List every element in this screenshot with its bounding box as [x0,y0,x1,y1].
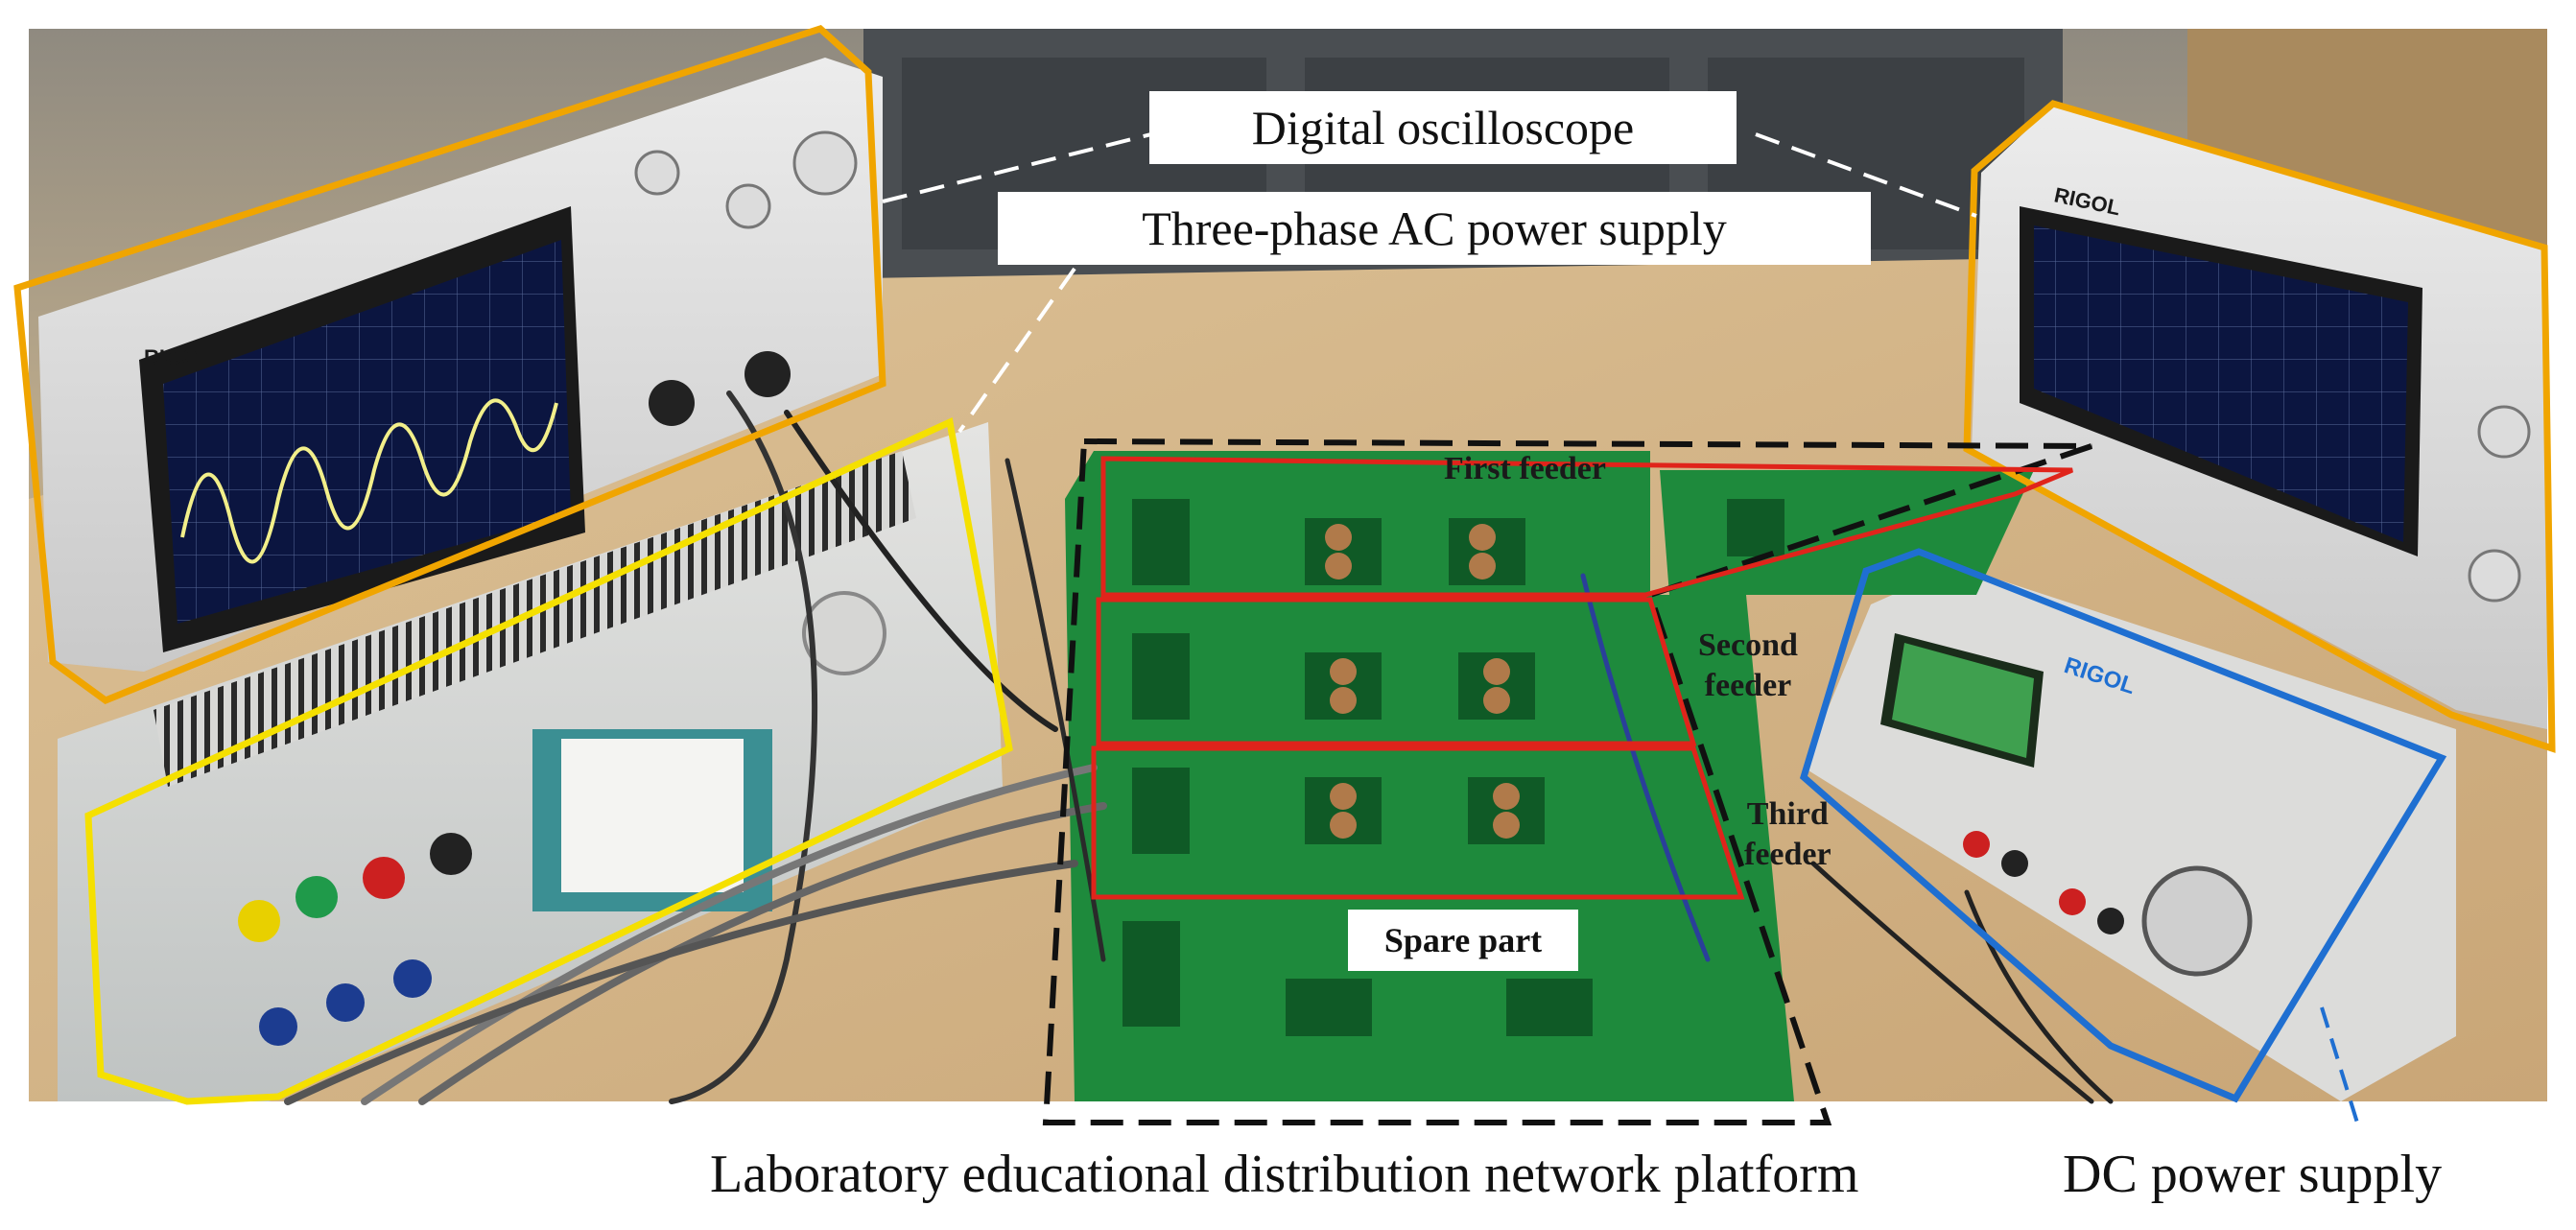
right-oscilloscope-device: RIGOL [1972,106,2547,729]
second-feeder-label: Second feeder [1698,626,1798,706]
feeder-outlines [1091,456,2073,900]
digital-oscilloscope-text: Digital oscilloscope [1251,101,1635,154]
third-feeder-line1: Third [1746,796,1829,832]
digital-oscilloscope-label: Digital oscilloscope [1149,91,1737,164]
three-phase-ac-label: Three-phase AC power supply [998,192,1871,265]
ac-supply-outline [84,416,1013,1105]
left-scope-brand: RIGOL [144,345,211,369]
dc-power-caption: DC power supply [2063,1145,2443,1204]
spare-part-label: Spare part [1348,910,1578,971]
spare-part-text: Spare part [1383,921,1543,959]
dc-supply-outline [1799,548,2447,1103]
right-oscilloscope-outline [1963,100,2556,753]
cables [284,390,2114,1105]
three-phase-ac-text: Three-phase AC power supply [1142,201,1727,255]
leader-lines [882,132,1977,434]
first-feeder-label: First feeder [1444,451,1606,486]
distribution-network-pcb [1065,451,2034,1101]
dc-leader-line [2320,1006,2362,1133]
third-feeder-line2: feeder [1744,837,1832,872]
platform-outline [1042,438,2092,1125]
second-feeder-line2: feeder [1704,668,1792,703]
left-oscilloscope-outline [13,25,886,704]
left-oscilloscope-device: RIGOL [38,58,883,672]
platform-caption: Laboratory educational distribution netw… [710,1145,1859,1204]
third-feeder-label: Third feeder [1744,794,1832,875]
second-feeder-line1: Second [1698,627,1798,663]
